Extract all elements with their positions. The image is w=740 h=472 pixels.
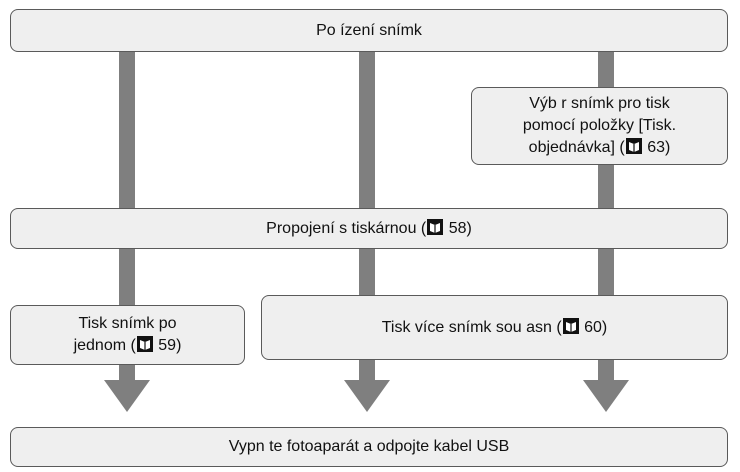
step-turn-off-text: Vypn te fotoaparát a odpojte kabel USB	[228, 438, 510, 455]
step-print-order-line3: objednávka] ( 63)	[528, 138, 671, 156]
step-print-single-box: Tisk snímk po jednom ( 59)	[10, 305, 245, 365]
step-print-order-line2: pomocí položky [Tisk.	[522, 117, 677, 134]
page-ref-63: 63	[647, 139, 665, 156]
page-reference-icon	[562, 317, 579, 334]
connector-connect-left	[119, 249, 135, 305]
step-connect-printer-box: Propojení s tiskárnou ( 58)	[10, 208, 728, 249]
step-turn-off-box: Vypn te fotoaparát a odpojte kabel USB	[10, 427, 728, 467]
arrowhead-left	[104, 380, 150, 412]
page-reference-icon	[136, 336, 153, 352]
page-ref-60: 60	[584, 318, 602, 336]
page-reference-icon	[625, 138, 642, 154]
connector-top-left	[119, 52, 135, 208]
connector-connect-middle	[359, 249, 375, 295]
step-image-setup-box: Po ízení snímk	[10, 9, 728, 52]
step-print-single-line2: jednom ( 59)	[73, 336, 182, 354]
connector-select-to-connect	[598, 165, 614, 208]
step-print-multiple-box: Tisk více snímk sou asn ( 60)	[261, 295, 728, 360]
step-print-order-line1: Výb r snímk pro tisk	[529, 95, 670, 112]
step-image-setup-text: Po ízení snímk	[316, 21, 422, 39]
page-ref-59: 59	[158, 337, 177, 354]
step-print-single-line1: Tisk snímk po	[78, 315, 177, 332]
connector-top-middle	[359, 52, 375, 208]
arrowhead-middle	[344, 380, 390, 412]
page-ref-58: 58	[448, 219, 467, 237]
connector-top-right	[598, 52, 614, 87]
step-connect-printer-text: Propojení s tiskárnou (	[266, 219, 427, 237]
connector-connect-right	[598, 249, 614, 295]
arrowhead-right	[583, 380, 629, 412]
step-print-multiple-text: Tisk více snímk sou asn (	[381, 318, 562, 336]
connector-single-to-bottom	[119, 365, 135, 381]
step-print-order-box: Výb r snímk pro tisk pomocí položky [Tis…	[471, 87, 728, 165]
connector-multi-to-bottom-right	[598, 360, 614, 381]
page-reference-icon	[427, 218, 444, 235]
connector-multi-to-bottom-middle	[359, 360, 375, 381]
